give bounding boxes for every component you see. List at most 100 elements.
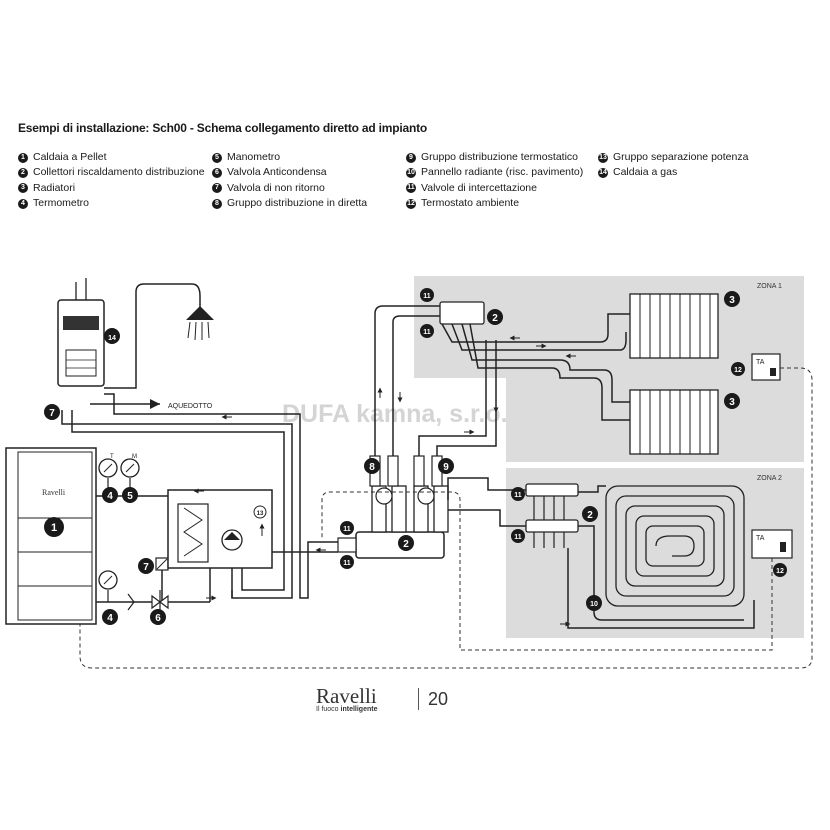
legend-item: 2 Collettori riscaldamento distribuzione [18,165,205,180]
legend-item: 5 Manometro [212,150,367,165]
svg-text:11: 11 [514,492,522,499]
legend-label: Valvole di intercettazione [421,181,537,194]
callout-badges: 14 7 1 4 5 4 6 7 13 8 9 2 11 11 11 11 2 … [44,288,787,625]
main-collector [337,455,449,559]
legend-number: 5 [212,152,222,163]
legend-label: Caldaia a Pellet [33,151,107,163]
legend-item: 10 Pannello radiante (risc. pavimento) [406,165,583,180]
legend-label: Caldaia a gas [613,166,678,179]
svg-text:1: 1 [51,522,57,534]
zone-2-label: ZONA 2 [757,475,782,482]
flow-arrows [193,335,576,627]
svg-text:7: 7 [49,408,55,419]
thermostat-zone-1: TA [751,353,781,381]
legend-number: 2 [18,167,28,178]
svg-text:14: 14 [108,335,116,342]
zone-1-collector [439,301,485,325]
gauge-m-label: M [132,454,137,460]
legend-column-1: 1 Caldaia a Pellet 2 Collettori riscaldame… [18,150,205,211]
page-number: 20 [428,689,449,709]
pellet-boiler-brand: Ravelli [42,488,66,497]
legend-label: Valvola Anticondensa [227,166,327,179]
svg-text:12: 12 [734,367,742,374]
footer-brand-logo: Ravelli Il fuoco intelligente [316,684,377,713]
legend-item: 11 Valvole di intercettazione [406,181,583,196]
control-wiring [79,367,813,669]
callout-11b: 11 [340,555,354,569]
svg-text:10: 10 [590,601,598,608]
svg-text:2: 2 [587,510,593,521]
legend-number: 11 [406,183,416,194]
legend-label: Collettori riscaldamento distribuzione [33,166,205,179]
legend-label: Valvola di non ritorno [227,181,325,194]
footer-separator [418,688,419,710]
radiator-upper [629,293,719,359]
legend-label: Termometro [33,196,90,209]
svg-text:7: 7 [143,562,149,573]
callout-4b: 4 [102,609,118,625]
svg-text:5: 5 [127,491,133,502]
zone-2-pipes [447,477,755,629]
callout-12-zone1: 12 [731,362,745,376]
legend-number: 10 [406,167,416,178]
legend-number: 13 [598,152,608,163]
callout-9: 9 [438,458,454,474]
callout-5: 5 [122,487,138,503]
callout-7b: 7 [138,558,154,574]
legend-label: Manometro [227,151,281,163]
legend-column-3: 9 Gruppo distribuzione termostatico 10 Pan… [406,150,583,211]
callout-11d: 11 [420,324,434,338]
legend-number: 14 [598,167,608,178]
svg-text:11: 11 [423,293,431,300]
legend-item: 7 Valvola di non ritorno [212,181,367,196]
pressure-gauge: M [120,454,140,496]
legend-number: 9 [406,152,416,163]
legend-label: Pannello radiante (risc. pavimento) [421,166,584,179]
svg-text:3: 3 [729,397,735,408]
footer-brand-name: Ravelli [316,684,377,708]
legend-number: 12 [406,198,416,209]
legend-number: 8 [212,198,222,209]
legend-item: 1 Caldaia a Pellet [18,150,205,165]
footer-tagline-b: intelligente [340,706,378,713]
gauge-t-label: T [110,454,114,460]
callout-3-lower: 3 [724,393,740,409]
legend-item: 14 Caldaia a gas [598,165,748,180]
legend-number: 3 [18,183,28,194]
svg-text:6: 6 [155,613,161,624]
svg-text:11: 11 [343,560,351,567]
callout-2-zone2: 2 [582,506,598,522]
legend-label: Gruppo distribuzione termostatico [421,151,578,163]
callout-8: 8 [364,458,380,474]
legend-label: Radiatori [33,181,76,194]
callout-13: 13 [253,505,267,519]
thermostat-zone-2: TA [751,529,793,559]
callout-11f: 11 [511,529,525,543]
callout-6: 6 [150,609,166,625]
callout-4: 4 [102,487,118,503]
zone-1-label: ZONA 1 [757,283,782,290]
watermark: DUFA kamna, s.r.o. [282,400,508,428]
shower-icon [104,283,214,389]
thermostat-zone-2-label: TA [756,535,765,542]
svg-text:11: 11 [514,534,522,541]
svg-text:11: 11 [423,329,431,336]
callout-2-zone1: 2 [487,309,503,325]
thermometer-gauge: T [98,454,118,496]
callout-11e: 11 [511,487,525,501]
callout-11a: 11 [340,521,354,535]
page-title: Esempi di installazione: Sch00 - Schema … [18,121,428,135]
legend-number: 7 [212,183,222,194]
thermostat-zone-1-label: TA [756,359,765,366]
footer-tagline: Il fuoco intelligente [316,706,377,713]
callout-11c: 11 [420,288,434,302]
water-inlet-arrow-icon [150,399,160,409]
boiler-pipes [61,393,338,603]
legend-number: 1 [18,152,28,163]
